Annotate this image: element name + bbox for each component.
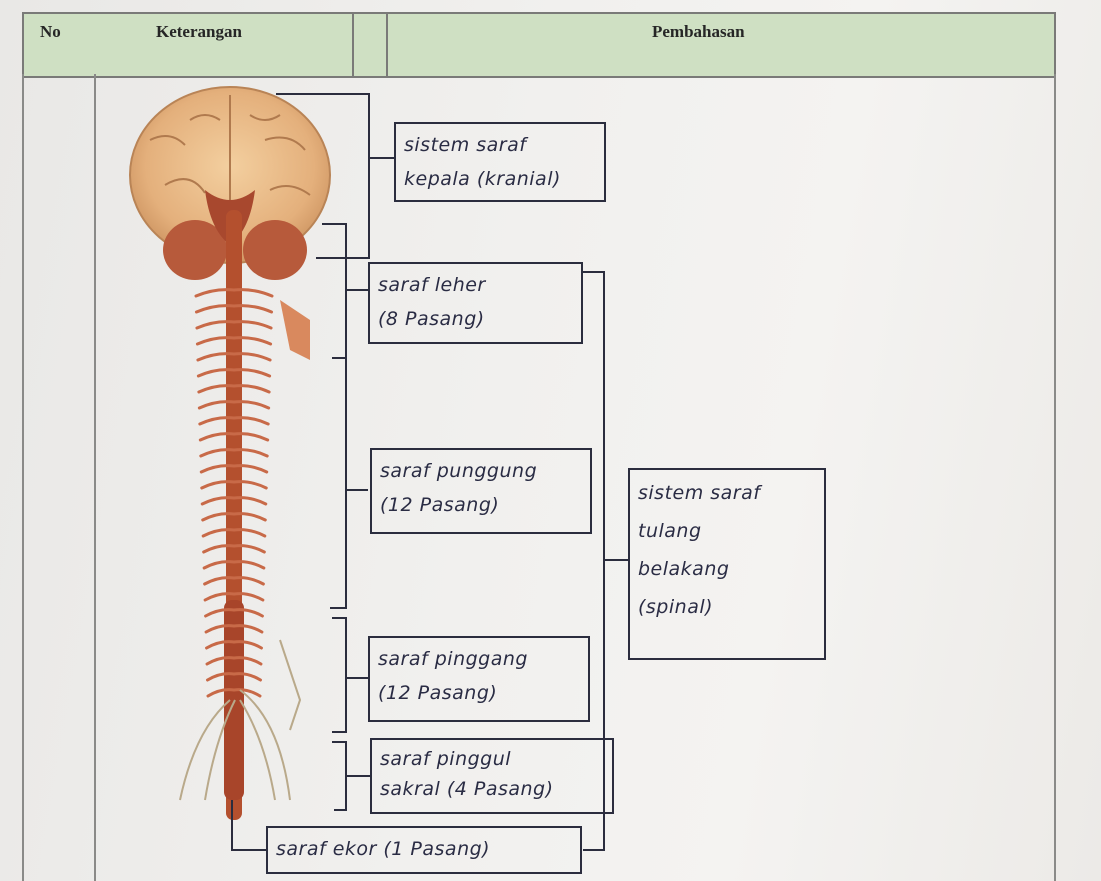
label-saraf-pinggang: saraf pinggang (12 Pasang) xyxy=(368,636,590,722)
label-kranial: sistem saraf kepala (kranial) xyxy=(394,122,606,202)
label-saraf-ekor: saraf ekor (1 Pasang) xyxy=(266,826,582,874)
label-saraf-punggung: saraf punggung (12 Pasang) xyxy=(370,448,592,534)
label-saraf-leher: saraf leher (8 Pasang) xyxy=(368,262,583,344)
label-saraf-pinggul: saraf pinggul sakral (4 Pasang) xyxy=(370,738,614,814)
label-sistem-spinal: sistem saraf tulang belakang (spinal) xyxy=(628,468,826,660)
